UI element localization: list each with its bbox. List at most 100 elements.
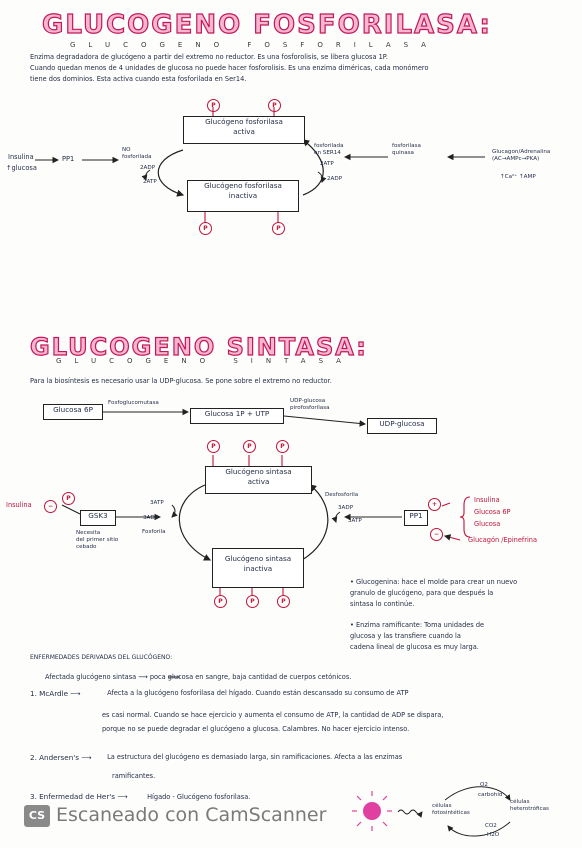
- text: fosforilada: [122, 154, 152, 160]
- ca-amp-label: ↑Ca²⁺ ↑AMP: [500, 174, 536, 180]
- insulina-label: Insulina: [8, 153, 34, 161]
- gsk3-box: GSK3: [80, 510, 116, 526]
- glucogenina-note: • Glucogenina: hace el molde para crear …: [350, 577, 517, 610]
- adp-label: 2ADP: [327, 176, 343, 182]
- intro-line: Enzima degradadora de glucógeno a partir…: [30, 53, 388, 61]
- note-line: granulo de glucógeno, para que después l…: [350, 589, 494, 597]
- section2-intro: Para la biosíntesis es necesario usar la…: [30, 377, 332, 385]
- disease-item-andersen: 2. Andersen's ⟶ La estructura del glucóg…: [30, 752, 402, 782]
- box-label: Glucógeno fosforilasa: [205, 117, 283, 126]
- disease-item-hers: 3. Enfermedad de Her's ⟶ Hígado - Glucóg…: [30, 784, 250, 803]
- section1-intro: Enzima degradadora de glucógeno a partir…: [30, 52, 428, 85]
- intro-line: tiene dos dominios. Esta activa cuando e…: [30, 75, 247, 83]
- fosforilasa-quinasa-label: fosforilasa quinasa: [392, 143, 421, 157]
- box-label: Glucógeno sintasa: [224, 554, 292, 563]
- section2-title: GLUCOGENO SINTASA:: [29, 332, 368, 361]
- box-label: Glucógeno sintasa: [225, 467, 292, 476]
- text: heterotróficas: [510, 806, 549, 812]
- atp-label: 2ATP: [320, 161, 334, 167]
- cycle-carbohid: carbohid: [478, 792, 503, 798]
- atp-label: 3ATP: [348, 518, 362, 524]
- minus-icon: −: [44, 500, 57, 513]
- activator-item: Glucosa 6P: [474, 508, 511, 516]
- box-label: Glucógeno fosforilasa: [204, 181, 282, 190]
- phosphorylase-inactive-box: Glucógeno fosforilasa inactiva: [187, 180, 299, 212]
- section2-subtitle: GLUCOGENO SINTASA: [56, 357, 354, 365]
- diseases-heading: ENFERMEDADES DERIVADAS DEL GLUCÓGENO:: [30, 654, 173, 661]
- pp1-label: PP1: [62, 155, 75, 163]
- text: NO: [122, 147, 131, 153]
- section1-subtitle: GLUCOGENO FOSFORILASA: [70, 41, 439, 49]
- box-label: Glucosa 6P: [53, 405, 93, 414]
- box-label: PP1: [409, 511, 423, 520]
- insulina-inhibit-label: Insulina: [6, 501, 32, 509]
- desfosforila-label: Desfosforila: [325, 492, 359, 498]
- synthase-active-box: Glucógeno sintasa activa: [205, 466, 312, 494]
- disease-line: porque no se puede degradar el glucógeno…: [102, 725, 410, 733]
- text: en SER14: [314, 150, 341, 156]
- glucosa1p-utp-box: Glucosa 1P + UTP: [190, 408, 284, 424]
- glucosa6p-box: Glucosa 6P: [43, 404, 103, 420]
- cycle-co2: CO2: [485, 823, 497, 829]
- phosphate-icon: P: [62, 492, 75, 505]
- ramificante-note: • Enzima ramificante: Toma unidades de g…: [350, 620, 484, 653]
- text: del primer sitio: [76, 537, 119, 543]
- phosphate-icon: P: [272, 222, 285, 235]
- phosphate-icon: P: [246, 595, 259, 608]
- afectada-line: Afectada glucógeno sintasa ⟶ poca glucos…: [45, 673, 352, 681]
- watermark-text: Escaneado con CamScanner: [56, 804, 327, 826]
- adp-label: 3ADP: [143, 515, 159, 521]
- phosphate-icon: P: [276, 440, 289, 453]
- intro-line: Cuando quedan menos de 4 unidades de glu…: [30, 64, 429, 72]
- phosphate-icon: P: [207, 99, 220, 112]
- adp-label: 3ADP: [338, 505, 354, 511]
- glucosa-up-label: ↑glucosa: [6, 164, 37, 172]
- text: quinasa: [392, 150, 414, 156]
- gsk3-note: Necesita del primer sitio cebado: [76, 530, 118, 551]
- note-line: glucosa y las transfiere cuando la: [350, 632, 461, 640]
- phosphate-icon: P: [199, 222, 212, 235]
- glucagon-path-label: Glucagon/Adrenalina (AC→AMPc→PKA): [492, 149, 550, 163]
- disease-label: 1. McArdle ⟶: [30, 689, 81, 698]
- udp-glucosa-box: UDP-glucosa: [367, 418, 437, 434]
- text: fosforilasa: [392, 143, 421, 149]
- udp-pirofosforilasa-label: UDP-glucosa pirofosforilasa: [290, 398, 330, 412]
- phosphate-icon: P: [214, 595, 227, 608]
- minus-icon: −: [430, 528, 443, 541]
- text: fotosintéticas: [432, 810, 470, 816]
- text: células: [432, 803, 452, 809]
- plus-icon: +: [428, 498, 441, 511]
- phosphate-icon: P: [268, 99, 281, 112]
- text: pirofosforilasa: [290, 405, 330, 411]
- adp-label: 2ADP: [140, 165, 156, 171]
- text: (AC→AMPc→PKA): [492, 156, 540, 162]
- text: UDP-glucosa: [290, 398, 326, 404]
- fosforilada-en-ser-label: fosforilada en SER14: [314, 143, 344, 157]
- text: fosforilada: [314, 143, 344, 149]
- box-label: inactiva: [243, 564, 273, 573]
- disease-line: ramificantes.: [112, 772, 156, 780]
- fosfoglucomutasa-label: Fosfoglucomutasa: [108, 400, 159, 406]
- box-label: Glucosa 1P + UTP: [204, 409, 270, 418]
- camscanner-logo: CS: [24, 805, 50, 827]
- disease-line: es casi normal. Cuando se hace ejercicio…: [102, 711, 444, 719]
- phosphorylase-active-box: Glucógeno fosforilasa activa: [183, 116, 305, 144]
- activators-list: Insulina Glucosa 6P Glucosa: [474, 494, 511, 530]
- box-label: activa: [233, 127, 255, 136]
- text: cebado: [76, 544, 97, 550]
- disease-line: Hígado - Glucógeno fosforilasa.: [147, 793, 251, 801]
- phosphate-icon: P: [277, 595, 290, 608]
- cycle-celulas-het: células heterotróficas: [510, 799, 549, 813]
- text: Glucagon/Adrenalina: [492, 149, 551, 155]
- box-label: GSK3: [88, 511, 108, 520]
- note-line: • Enzima ramificante: Toma unidades de: [350, 621, 485, 629]
- no-fosforilada-label: NO fosforilada: [122, 147, 152, 161]
- disease-label: 3. Enfermedad de Her's ⟶: [30, 792, 128, 801]
- pp1-box: PP1: [404, 510, 428, 526]
- inhibitors-label: Glucagón /Epinefrina: [468, 536, 538, 544]
- disease-line: La estructura del glucógeno es demasiado…: [107, 753, 403, 761]
- disease-line: Afecta a la glucógeno fosforilasa del hí…: [107, 689, 409, 697]
- phosphate-icon: P: [243, 440, 256, 453]
- cycle-h2o: H2O: [487, 832, 500, 838]
- activator-item: Insulina: [474, 496, 500, 504]
